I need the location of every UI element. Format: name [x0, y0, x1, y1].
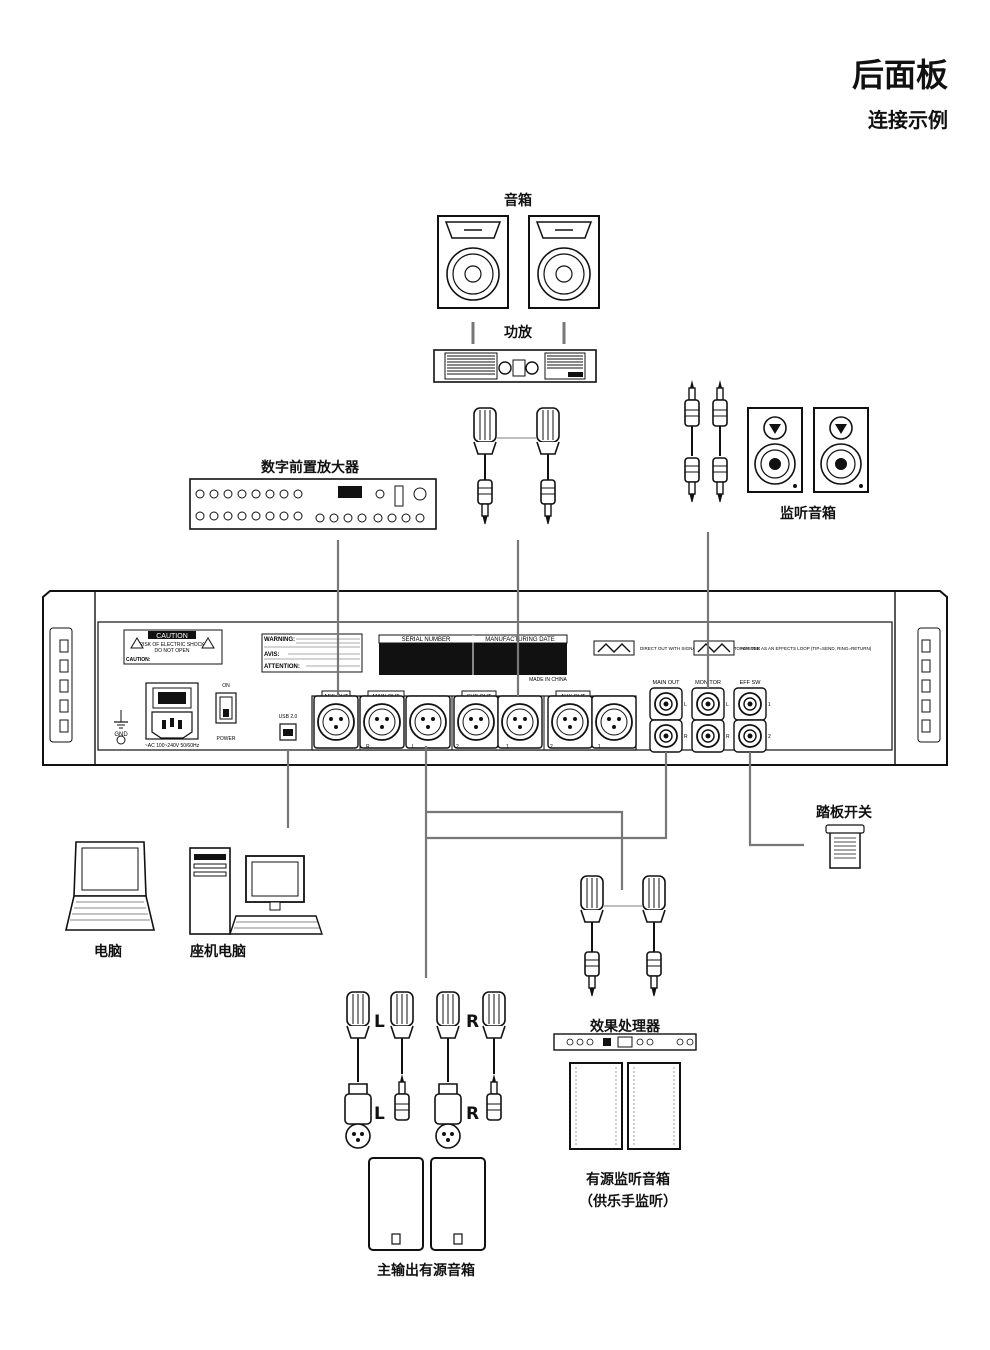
effects-processor-unit	[553, 1033, 697, 1051]
aes-out-socket[interactable]	[313, 695, 359, 749]
pa-speaker-right	[528, 215, 600, 309]
page-subtitle: 连接示例	[868, 108, 948, 132]
jack-l-tag: L	[684, 702, 687, 708]
studio-monitor-right	[813, 407, 869, 493]
power-label: POWER	[217, 736, 236, 742]
pedal-switch-label: 踏板开关	[816, 805, 872, 821]
eff-1-tag: 1	[768, 702, 771, 708]
active-monitor-right	[627, 1062, 681, 1150]
monitor-speaker-cables	[684, 379, 728, 503]
caution-line1: RISK OF ELECTRIC SHOCK	[139, 642, 205, 648]
main-out-jack-label: MAIN OUT	[653, 680, 681, 686]
caution-line2: DO NOT OPEN	[155, 648, 190, 654]
monitor-jack-r[interactable]	[691, 719, 725, 753]
main-out-r-socket[interactable]	[359, 695, 405, 749]
usb-label: USB 2.0	[279, 714, 298, 720]
amp-input-cables	[473, 407, 560, 525]
aux-out-2-tag: 2	[550, 744, 553, 750]
aux-out-1-tag: 1	[598, 744, 601, 750]
effects-processor-label: 效果处理器	[590, 1019, 660, 1035]
jack-r-tag: R	[684, 734, 688, 740]
gnd-label: GND	[114, 732, 128, 738]
page-title: 后面板	[851, 56, 948, 94]
main-output-cables	[344, 991, 506, 1149]
connection-lines	[286, 532, 804, 978]
monitor-l-tag: L	[726, 702, 729, 708]
main-active-speaker-right	[430, 1157, 486, 1251]
caution-word: CAUTION:	[126, 657, 151, 663]
active-monitor-sublabel: （供乐手监听）	[579, 1194, 677, 1210]
eff-sw-jack-2[interactable]	[733, 719, 767, 753]
sub-out-1-tag: 1	[506, 744, 509, 750]
active-monitor-label: 有源监听音箱	[586, 1172, 670, 1188]
main-active-speaker-left	[368, 1157, 424, 1251]
channel-r-label-2: R	[466, 1104, 480, 1124]
eff-sw-jack-1[interactable]	[733, 687, 767, 721]
main-out-r-tag: R	[366, 744, 370, 750]
aux-out-1-socket[interactable]	[591, 695, 637, 749]
main-active-speakers-label: 主输出有源音箱	[377, 1263, 475, 1279]
sub-out-1-socket[interactable]	[497, 695, 543, 749]
amplifier-label: 功放	[504, 325, 532, 341]
avis-label: AVIS:	[264, 652, 280, 658]
main-out-jack-l[interactable]	[649, 687, 683, 721]
channel-l-label-2: L	[374, 1104, 385, 1124]
pa-speaker-left	[437, 215, 509, 309]
eff-2-tag: 2	[768, 734, 771, 740]
manufacturing-date-label: MANUFACTURING DATE	[485, 637, 555, 643]
on-label: ON	[222, 683, 230, 689]
rear-panel: CAUTION RISK OF ELECTRIC SHOCK DO NOT OP…	[42, 590, 948, 766]
monitor-speakers-label: 监听音箱	[780, 506, 836, 522]
warning-label: WARNING:	[264, 637, 295, 643]
main-out-l-socket[interactable]	[405, 695, 451, 749]
effects-cables	[580, 875, 666, 997]
channel-r-label: R	[466, 1012, 480, 1032]
serial-number-label: SERIAL NUMBER	[402, 637, 451, 643]
monitor-r-tag: R	[726, 734, 730, 740]
digital-preamp-unit	[189, 478, 437, 530]
caution-heading: CAUTION	[156, 633, 188, 640]
amplifier-unit	[433, 349, 597, 383]
ac-input-label: ~AC 100~240V 50/60Hz	[145, 743, 200, 749]
made-in-label: MADE IN CHINA	[529, 677, 567, 683]
laptop-label: 电脑	[94, 944, 122, 960]
effect-loop-note: FOR USE AS AN EFFECTS LOOP (TIP=SEND, RI…	[740, 646, 872, 651]
speakers-label: 音箱	[504, 193, 532, 209]
desktop-label: 座机电脑	[190, 944, 246, 960]
laptop-device	[64, 841, 156, 931]
active-monitor-left	[569, 1062, 623, 1150]
digital-preamp-label: 数字前置放大器	[261, 460, 359, 476]
eff-sw-label: EFF SW	[740, 680, 762, 686]
monitor-jack-l[interactable]	[691, 687, 725, 721]
sub-out-2-socket[interactable]	[453, 695, 499, 749]
studio-monitor-left	[747, 407, 803, 493]
attention-label: ATTENTION:	[264, 664, 300, 670]
main-out-l-tag: L	[412, 744, 415, 750]
channel-l-label: L	[374, 1012, 385, 1032]
pedal-switch	[825, 824, 865, 869]
sub-out-2-tag: 2	[456, 744, 459, 750]
aux-out-2-socket[interactable]	[547, 695, 593, 749]
desktop-device	[189, 847, 323, 935]
main-out-jack-r[interactable]	[649, 719, 683, 753]
